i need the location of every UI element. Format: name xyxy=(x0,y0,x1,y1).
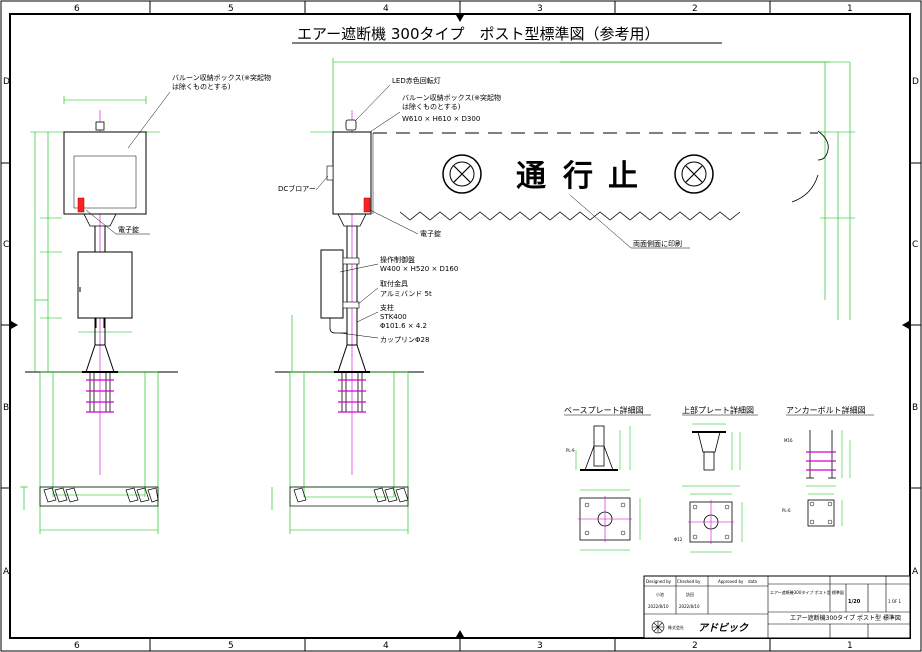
side-balloon-box-note-line2: は除くものとする) xyxy=(402,102,461,111)
zone-row-d: D xyxy=(3,77,10,87)
zone-col-4-bottom: 4 xyxy=(383,641,389,651)
zone-row-a: A xyxy=(3,567,10,577)
zone-col-5: 5 xyxy=(228,4,234,14)
designed-by-label: Designed by xyxy=(646,579,672,584)
zone-row-b-right: B xyxy=(912,403,918,413)
control-panel-dims: W400 × H520 × D160 xyxy=(380,265,458,273)
checked-date: 2022/8/10 xyxy=(679,604,700,609)
post-label: 支柱 xyxy=(380,303,394,312)
designer-name: 小池 xyxy=(656,591,664,597)
front-key-label: 電子錠 xyxy=(118,225,139,234)
no-entry-circle-right xyxy=(674,154,714,194)
company-logo-text: アドビック xyxy=(698,622,749,634)
zone-col-4: 4 xyxy=(383,4,389,14)
zone-col-1-bottom: 1 xyxy=(847,641,853,651)
no-entry-circle-left xyxy=(442,154,482,194)
banner-char-1: 通 xyxy=(516,159,546,194)
pl6-label: PL-6 xyxy=(782,508,791,513)
banner-char-3: 止 xyxy=(608,159,638,194)
pl9-label: PL-9 xyxy=(566,448,575,453)
front-balloon-box-note-line1: バルーン収納ボックス(※突起物 xyxy=(172,73,271,82)
zone-col-6-bottom: 6 xyxy=(74,641,80,651)
base-plate-detail-title: ベースプレート詳細図 xyxy=(564,405,644,415)
control-panel-label: 操作制御盤 xyxy=(380,255,415,264)
side-led-lamp-label: LED赤色回転灯 xyxy=(392,76,441,85)
top-plate-detail-title: 上部プレート詳細図 xyxy=(682,405,754,415)
zone-col-1: 1 xyxy=(847,4,853,14)
checked-by-label: Checked by xyxy=(677,579,701,584)
title-block: Designed by Checked by Approved by data … xyxy=(643,575,911,639)
zone-col-5-bottom: 5 xyxy=(228,641,234,651)
checker-name: 訪田 xyxy=(686,591,694,597)
drawing-title: エアー遮断機 300タイプ ポスト型標準図（参考用） xyxy=(297,25,660,43)
zone-labels: 6 5 4 3 2 1 6 5 4 3 2 1 D C B A D C B A xyxy=(3,4,919,651)
print-note-label: 両面側面に印刷 xyxy=(633,239,682,248)
designed-date: 2022/8/10 xyxy=(648,604,669,609)
company-logo-icon xyxy=(651,620,665,634)
date-label: data xyxy=(748,579,758,584)
coupling-label: カップリンΦ28 xyxy=(380,336,429,344)
zone-row-b: B xyxy=(3,403,9,413)
zone-col-3-bottom: 3 xyxy=(537,641,543,651)
side-balloon-box-dims: W610 × H610 × D300 xyxy=(402,115,480,123)
m16-label: M16 xyxy=(784,438,793,443)
drawing-name: エアー遮断機300タイプ ポスト型 標準図 xyxy=(790,614,901,622)
front-balloon-box-note-line2: は除くものとする) xyxy=(172,82,231,91)
zone-col-2: 2 xyxy=(692,4,698,14)
sheet-number: 1 OF 1 xyxy=(888,599,902,604)
gravel-right xyxy=(125,487,159,503)
approved-by-label: Approved by xyxy=(718,579,744,584)
zone-row-d-right: D xyxy=(912,77,919,87)
dc-blower-label: DCブロアー xyxy=(278,184,316,193)
zone-row-c-right: C xyxy=(912,240,918,250)
zone-col-2-bottom: 2 xyxy=(692,641,698,651)
phi12-label: Φ12 xyxy=(674,537,683,542)
post-dims: Φ101.6 × 4.2 xyxy=(380,322,427,330)
gravel-left xyxy=(43,487,79,503)
balloon-banner: 通 行 止 両面側面に印刷 xyxy=(372,130,829,249)
zone-row-c: C xyxy=(3,240,9,250)
centering-arrows xyxy=(11,15,909,637)
banner-char-2: 行 xyxy=(562,159,593,194)
fitting-label: 取付金具 xyxy=(380,279,408,288)
zone-col-6: 6 xyxy=(74,4,80,14)
side-balloon-box-note-line1: バルーン収納ボックス(※突起物 xyxy=(402,93,501,102)
front-view: バルーン収納ボックス(※突起物 は除くものとする) 電子錠 xyxy=(20,73,271,534)
side-view: LED赤色回転灯 バルーン収納ボックス(※突起物 は除くものとする) W610 … xyxy=(271,58,855,534)
zone-col-3: 3 xyxy=(537,4,543,14)
scale-value: 1/20 xyxy=(848,599,861,605)
post-material: STK400 xyxy=(380,313,407,321)
zone-row-a-right: A xyxy=(912,567,919,577)
side-key-label: 電子錠 xyxy=(420,229,441,238)
company-label: 株式会社 xyxy=(668,624,684,630)
details: ベースプレート詳細図 上部プレート詳細図 アンカーボルト詳細図 PL-9 xyxy=(564,405,874,553)
fitting-detail: アルミバンド 5t xyxy=(380,290,432,298)
drawing-name-small: エアー遮断機300タイプ ポスト型 標準図 xyxy=(770,589,844,595)
anchor-bolt-detail-title: アンカーボルト詳細図 xyxy=(786,405,866,415)
